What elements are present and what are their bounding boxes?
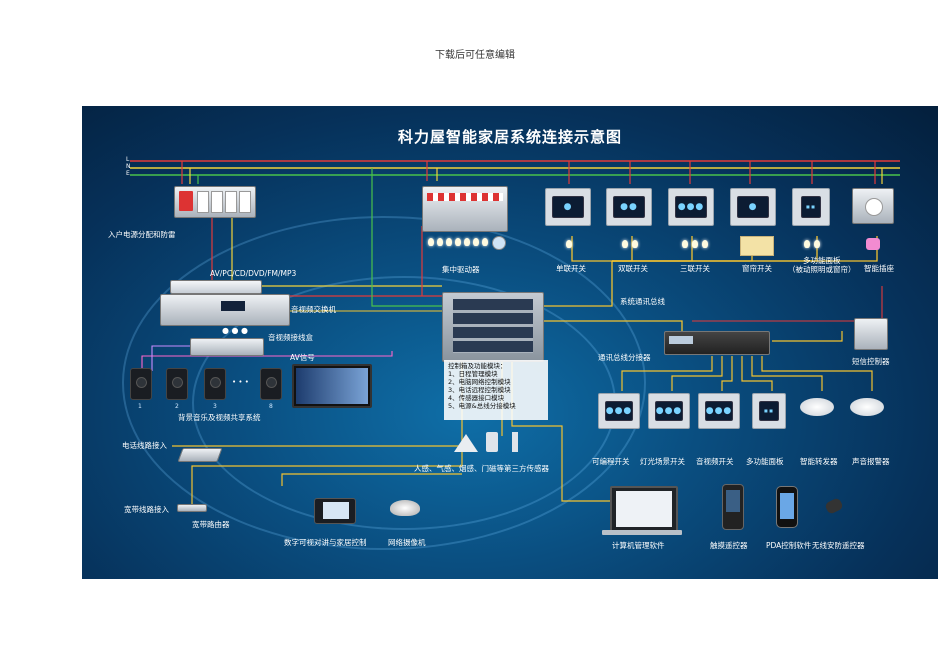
speaker [260, 368, 282, 400]
bulb-icon [692, 240, 698, 248]
sound-alarm-device [850, 398, 884, 416]
telephone-device [177, 448, 222, 462]
control-box-module: 3、电话远程控制模块 [448, 386, 544, 394]
speaker-number: 3 [213, 403, 217, 410]
switch-label-single: 单联开关 [556, 263, 586, 274]
control-box-module: 4、传感器接口模块 [448, 394, 544, 402]
pda-label: PDA控制软件 [766, 540, 811, 551]
touch-remote-label: 触摸遥控器 [710, 540, 748, 551]
intercom-panel [314, 498, 356, 524]
control-box-module: 1、日程管理模块 [448, 370, 544, 378]
switch-label-av: 音视频开关 [696, 456, 734, 467]
speaker-number: 1 [138, 403, 142, 410]
control-box-module: 5、电源&总线分接模块 [448, 402, 544, 410]
switch-label-multifunction: 多功能面板 （被动照明或窗帘） [788, 256, 856, 274]
bulb-icon [702, 240, 708, 248]
intercom-label: 数字可视对讲与家居控制 [284, 537, 367, 548]
control-box-heading: 控制箱及功能模块： [448, 362, 544, 370]
sensors-label: 人感、气感、烟感、门磁等第三方传感器 [414, 463, 549, 474]
bulb-icon [622, 240, 628, 248]
speaker-ellipsis: • • • [232, 378, 249, 386]
tv-display [292, 364, 372, 408]
av-signal-label: AV信号 [290, 352, 315, 363]
network-camera-label: 网络摄像机 [388, 537, 426, 548]
network-camera-device [390, 500, 420, 516]
laptop-device [610, 486, 678, 532]
broadband-modem [177, 504, 207, 512]
switch-panel-av: ●●● [698, 393, 740, 429]
touch-remote-device [722, 484, 744, 530]
smart-repeater-device [800, 398, 834, 416]
switch-panel-multifunction: ▪▪ [792, 188, 830, 226]
bulb-icon [566, 240, 572, 248]
power-line-n-label: N [126, 163, 131, 170]
av-switch-device [160, 294, 290, 326]
switch-panel-curtain: ● [730, 188, 776, 226]
control-box-module: 2、电脑网络控制模块 [448, 378, 544, 386]
control-box-module-list: 控制箱及功能模块： 1、日程管理模块 2、电脑网络控制模块 3、电话远程控制模块… [444, 360, 548, 420]
central-driver-label: 集中驱动器 [442, 264, 480, 275]
speaker-number: 8 [269, 403, 273, 410]
sensor-icon [512, 432, 518, 452]
background-music-label: 背景音乐及视频共享系统 [178, 412, 261, 423]
pda-device [776, 486, 798, 528]
switch-panel-programmable: ●●● [598, 393, 640, 429]
switch-panel-single: ● [545, 188, 591, 226]
page-header-text: 下载后可任意编辑 [0, 46, 950, 61]
computer-label: 计算机管理软件 [612, 540, 665, 551]
wireless-remote-label: 无线安防遥控器 [812, 540, 865, 551]
switch-label-repeater: 智能转发器 [800, 456, 838, 467]
router-label: 宽带路由器 [192, 519, 230, 530]
power-line-labels: L N E [126, 156, 131, 177]
appliance-icon [866, 238, 880, 250]
av-junction-box [190, 338, 264, 356]
switch-label-triple: 三联开关 [680, 263, 710, 274]
switch-panel-double: ●● [606, 188, 652, 226]
switch-label-programmable: 可编程开关 [592, 456, 630, 467]
bulb-icon [814, 240, 820, 248]
control-box-device [442, 292, 544, 362]
speaker-number: 2 [175, 403, 179, 410]
sensor-icon [486, 432, 498, 452]
sms-controller-label: 短信控制器 [852, 356, 890, 367]
bus-splitter-device [664, 331, 770, 355]
curtain-icon [740, 236, 774, 256]
smart-socket-device [852, 188, 894, 224]
bus-splitter-label: 通讯总线分接器 [598, 352, 651, 363]
switch-label-multifunction-bottom: 多功能面板 [746, 456, 784, 467]
broadband-label: 宽带线路接入 [124, 504, 169, 515]
bulb-icon [804, 240, 810, 248]
av-link-dots: ● ● ● [222, 326, 248, 335]
speaker [166, 368, 188, 400]
switch-panel-triple: ●●● [668, 188, 714, 226]
power-line-l-label: L [126, 156, 131, 163]
sensor-icon [454, 434, 478, 452]
switch-label-double: 双联开关 [618, 263, 648, 274]
switch-panel-multifunction-bottom: ▪▪ [752, 393, 786, 429]
switch-label-curtain: 窗帘开关 [742, 263, 772, 274]
switch-panel-scene: ●●● [648, 393, 690, 429]
speaker [130, 368, 152, 400]
switch-label-alarm: 声音报警器 [852, 456, 890, 467]
switch-label-scene: 灯光场景开关 [640, 456, 685, 467]
bus-label: 系统通讯总线 [620, 296, 665, 307]
bulb-icon [632, 240, 638, 248]
av-sources-label: AV/PC/CD/DVD/FM/MP3 [210, 269, 296, 278]
central-driver-device [422, 186, 508, 232]
power-line-e-label: E [126, 170, 131, 177]
power-breaker-panel [174, 186, 256, 218]
av-source-player [170, 280, 262, 294]
system-diagram: 科力屋智能家居系统连接示意图 [82, 106, 938, 579]
phone-line-label: 电话线路接入 [122, 440, 167, 451]
power-entry-label: 入户电源分配和防雷 [108, 229, 176, 240]
bulb-icon [682, 240, 688, 248]
laptop-base [602, 530, 682, 535]
sms-controller-device [854, 318, 888, 350]
av-junction-label: 音视频接线盒 [268, 332, 313, 343]
speaker [204, 368, 226, 400]
av-switch-label: 音视频交换机 [291, 304, 336, 315]
switch-label-socket: 智能插座 [864, 263, 894, 274]
